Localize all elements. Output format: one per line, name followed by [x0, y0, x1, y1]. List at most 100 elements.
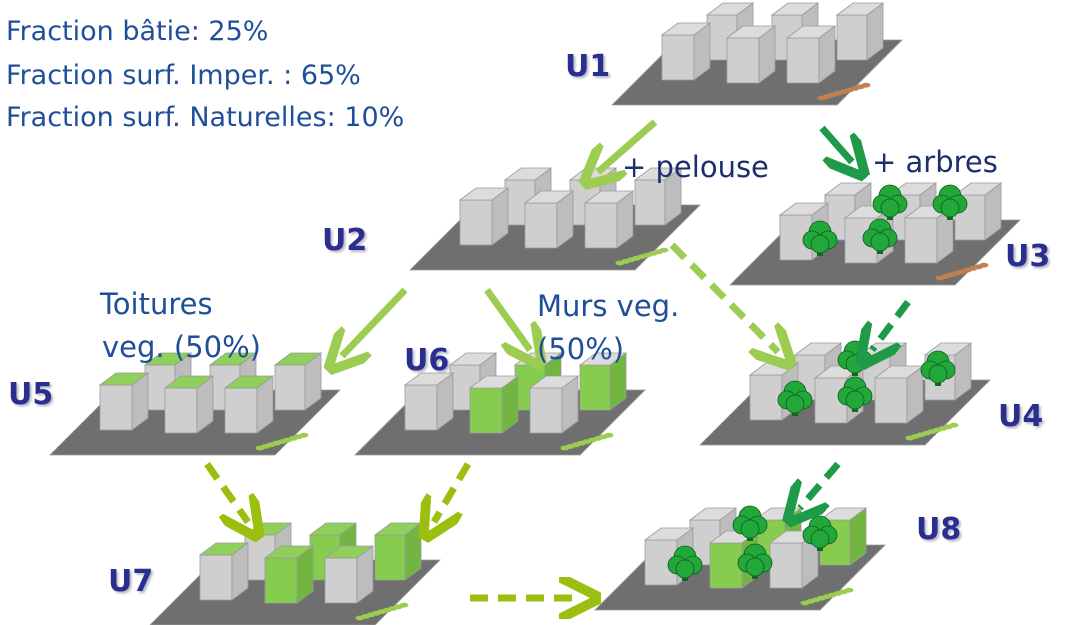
building-front	[749, 374, 783, 421]
arrow-u1-u2	[598, 119, 658, 172]
scene-u6	[354, 352, 646, 456]
arrow-u3-u4	[872, 299, 911, 350]
tree	[802, 220, 838, 256]
building-roof	[688, 507, 738, 521]
scene-u7	[149, 522, 441, 625]
label-u2: U2	[322, 223, 368, 258]
building-front	[584, 202, 618, 249]
label-u7: U7	[108, 564, 154, 599]
tree-crown	[785, 394, 805, 414]
annotation-roofs-line1: Toitures	[100, 287, 213, 321]
building-front	[404, 384, 438, 431]
building-roof	[643, 527, 695, 541]
building	[323, 545, 375, 604]
patch-dot	[399, 602, 409, 608]
arrow-u2-u5	[342, 287, 408, 356]
building-roof	[163, 375, 215, 389]
building-front	[224, 387, 258, 434]
tree	[777, 380, 813, 416]
building-roof	[523, 190, 575, 204]
building	[273, 352, 323, 411]
tree	[837, 376, 873, 412]
tree	[872, 184, 908, 220]
annotation-walls-line1: Murs veg.	[537, 289, 680, 323]
building	[528, 375, 580, 434]
building-front	[374, 534, 406, 581]
patch-dot	[299, 432, 309, 438]
patch-dot	[844, 587, 854, 593]
building-roof	[528, 375, 580, 389]
building	[263, 545, 315, 604]
building	[163, 375, 215, 434]
building-roof	[888, 182, 938, 196]
tree-crown	[745, 557, 765, 577]
building-roof	[725, 25, 777, 39]
tree-crown	[845, 354, 865, 374]
building-roof	[503, 167, 553, 181]
building	[403, 372, 455, 431]
building-roof	[835, 2, 885, 16]
scene-u8	[594, 505, 886, 611]
building-front	[769, 542, 803, 589]
label-u1: U1	[565, 49, 611, 84]
natural-surface-patch	[800, 587, 854, 606]
arrow-u4-u8	[800, 461, 841, 508]
fraction-built-text: Fraction bâtie: 25%	[6, 16, 269, 47]
tree	[737, 543, 773, 579]
fraction-natural-text: Fraction surf. Naturelles: 10%	[6, 102, 405, 133]
arrow-u6-u7	[434, 462, 472, 522]
building-roof	[143, 352, 193, 366]
building-front	[529, 387, 563, 434]
patch-dot	[659, 247, 669, 253]
tree-crown	[940, 198, 960, 218]
building	[468, 375, 520, 434]
tree-crown	[845, 390, 865, 410]
natural-surface-patch	[560, 432, 614, 451]
label-u6: U6	[404, 343, 450, 378]
scene-u4	[699, 340, 991, 446]
tree	[732, 505, 768, 541]
patch-dot	[604, 432, 614, 438]
building-front	[99, 384, 133, 431]
building-front	[634, 179, 666, 226]
natural-surface-patch	[935, 262, 989, 281]
building-roof	[705, 2, 755, 16]
building-roof	[583, 190, 635, 204]
arrow-u5-u7	[204, 461, 248, 522]
building	[835, 2, 885, 61]
arrow-u2-u6	[484, 287, 530, 350]
building	[223, 375, 275, 434]
natural-surface-patch	[615, 247, 669, 266]
building-front	[726, 37, 760, 84]
building-front	[324, 557, 358, 604]
tree-crown	[810, 234, 830, 254]
arrow-u1-u3	[819, 125, 852, 162]
tree-crown	[675, 559, 695, 579]
building-roof	[468, 375, 520, 389]
building-front	[874, 377, 908, 424]
annotation-roofs-line2: veg. (50%)	[102, 330, 261, 364]
building-front	[836, 14, 868, 61]
natural-surface-patch	[905, 422, 959, 441]
patch-dot	[861, 82, 871, 88]
building-roof	[578, 352, 628, 366]
building-front	[469, 387, 503, 434]
patch-dot	[949, 422, 959, 428]
building-front	[164, 387, 198, 434]
building-roof	[223, 375, 275, 389]
building-roof	[323, 545, 375, 559]
building-roof	[308, 522, 358, 536]
building-roof	[793, 342, 843, 356]
tree	[862, 218, 898, 254]
building-roof	[633, 167, 683, 181]
building-front	[264, 557, 298, 604]
building-roof	[778, 202, 830, 216]
building-roof	[458, 187, 510, 201]
building-roof	[785, 25, 837, 39]
building-roof	[818, 507, 868, 521]
label-u5: U5	[8, 377, 54, 412]
building-front	[786, 37, 820, 84]
tree	[667, 545, 703, 581]
building-roof	[263, 545, 315, 559]
building-front	[579, 364, 611, 411]
